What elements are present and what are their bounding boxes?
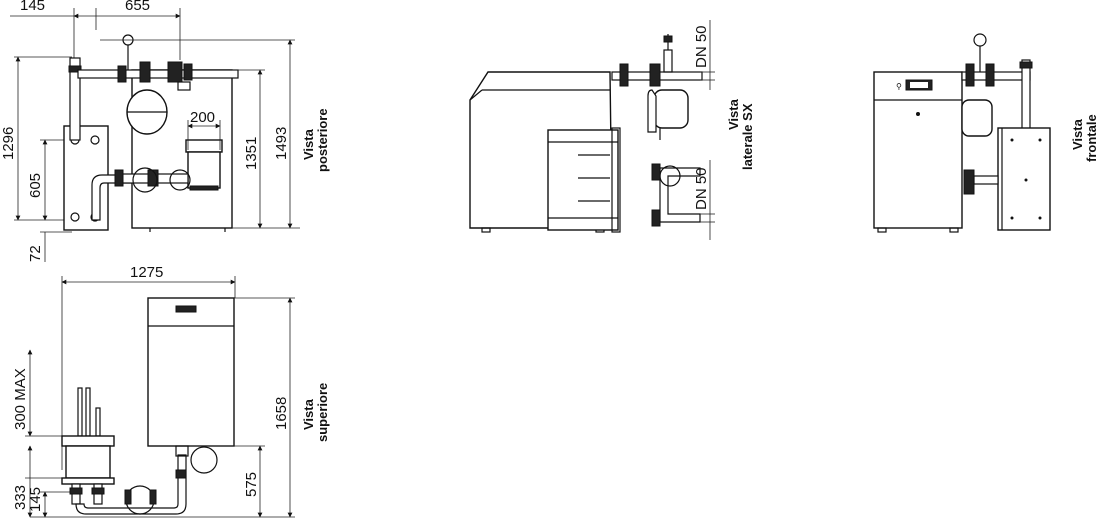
dim-655: 655 <box>125 0 150 14</box>
dim-dn50-bottom: DN 50 <box>693 167 710 210</box>
top-view: 1275 1658 575 300 MAX 333 145 <box>12 264 330 518</box>
dim-1296: 1296 <box>0 127 17 160</box>
rear-view-label-line2: posteriore <box>315 108 330 172</box>
rear-view: 145 655 1296 605 72 <box>0 0 330 262</box>
left-view-label-line2: laterale SX <box>740 103 755 170</box>
dim-1351: 1351 <box>243 137 260 170</box>
front-symbol: ⚲ <box>896 82 902 91</box>
dim-1658: 1658 <box>273 397 290 430</box>
left-view-label-line1: Vista <box>726 98 741 130</box>
dim-333: 333 <box>12 485 29 510</box>
left-side-view: DN 50 DN 50 Vista laterale SX <box>469 20 755 240</box>
top-view-label-line1: Vista <box>301 398 316 430</box>
dim-72: 72 <box>27 245 44 262</box>
dim-200: 200 <box>190 109 215 126</box>
top-view-label-line2: superiore <box>315 383 330 442</box>
dim-575: 575 <box>243 472 260 497</box>
dim-605: 605 <box>27 173 44 198</box>
dim-145-top-view: 145 <box>27 487 44 512</box>
dim-dn50-top: DN 50 <box>693 25 710 68</box>
dim-300-max: 300 MAX <box>12 368 29 430</box>
front-view: ⚲ Vista frontale <box>873 33 1099 233</box>
dim-1493: 1493 <box>273 127 290 160</box>
rear-view-label-line1: Vista <box>301 128 316 160</box>
front-view-label-line2: frontale <box>1084 114 1099 162</box>
dim-1275: 1275 <box>130 264 163 281</box>
front-view-label-line1: Vista <box>1070 118 1085 150</box>
dim-145-top: 145 <box>20 0 45 14</box>
